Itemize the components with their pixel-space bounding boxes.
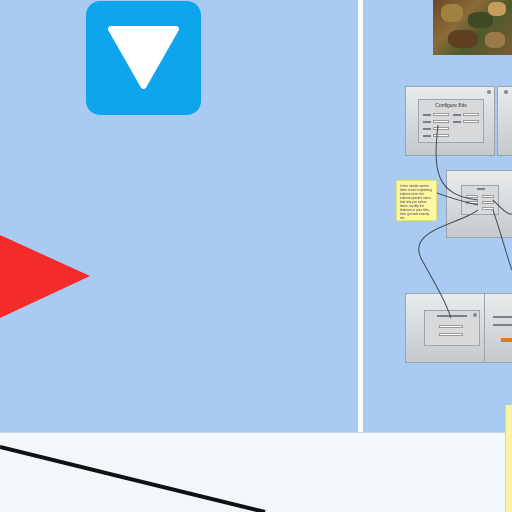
- menu-dialog: [461, 185, 499, 215]
- play-arrow-icon: [0, 235, 90, 318]
- progress-bar: [501, 338, 512, 342]
- screen-thumbnail-right-2[interactable]: [484, 293, 512, 363]
- bottom-dialog: [424, 310, 480, 346]
- panel-divider[interactable]: [358, 0, 363, 432]
- triangle-down-icon: [108, 26, 179, 89]
- configure-screen-thumbnail[interactable]: Configure Bits: [405, 86, 495, 156]
- close-icon: [487, 90, 491, 94]
- sticky-note-edge[interactable]: [505, 405, 512, 512]
- screen-thumbnail-right-1[interactable]: [497, 86, 512, 156]
- configure-dialog-title: Configure Bits: [435, 103, 467, 109]
- middle-screen-thumbnail[interactable]: [446, 170, 512, 238]
- close-icon: [473, 313, 477, 317]
- bottom-canvas-area[interactable]: [0, 432, 512, 512]
- sticky-note-text: In the middle screen, there is text expl…: [400, 184, 432, 220]
- connector-line[interactable]: [0, 432, 512, 512]
- left-canvas-panel[interactable]: [0, 0, 358, 432]
- sticky-note[interactable]: In the middle screen, there is text expl…: [396, 180, 437, 221]
- collapse-down-button[interactable]: [86, 1, 201, 115]
- connector-wires: [418, 124, 512, 319]
- bottom-screen-thumbnail[interactable]: [405, 293, 485, 363]
- photo-thumbnail[interactable]: [433, 0, 512, 55]
- close-icon: [504, 90, 508, 94]
- configure-dialog: Configure Bits: [418, 99, 484, 143]
